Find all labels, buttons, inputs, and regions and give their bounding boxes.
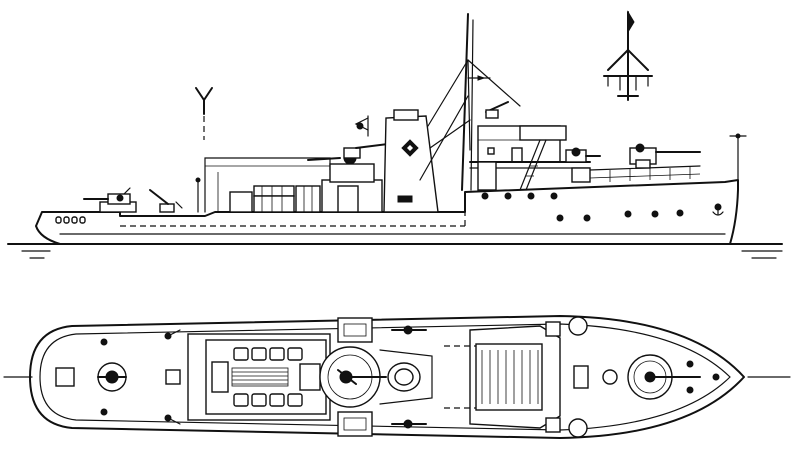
forecastle-deckhouse	[444, 321, 561, 433]
top-plan-view	[3, 315, 791, 439]
funnel	[383, 109, 439, 213]
deck-lockers	[229, 185, 321, 213]
light-aa-gun-aft	[149, 189, 183, 213]
portholes	[55, 192, 684, 224]
stern-fittings	[55, 329, 181, 425]
aft-gun-mount	[83, 187, 137, 213]
ammunition-lockers	[233, 347, 303, 407]
bow-gun-mount	[568, 316, 720, 438]
anchor	[712, 203, 724, 216]
masthead-array-symbol	[603, 10, 653, 101]
central-gun-tower	[307, 143, 389, 213]
forward-main-gun	[629, 143, 701, 169]
mainmast	[419, 13, 521, 191]
pennant-flag	[354, 115, 369, 137]
radio-antenna-symbol	[195, 87, 213, 140]
mast-machine-gun	[485, 101, 509, 119]
jackstaff	[729, 133, 747, 183]
bridge-gun	[565, 147, 601, 163]
aft-deckhouse	[187, 333, 331, 421]
aft-flag-pole-cap	[195, 177, 201, 183]
funnel-plan	[379, 349, 433, 405]
waterline	[7, 243, 783, 259]
central-gun-platform	[319, 317, 387, 437]
side-elevation-view	[7, 10, 783, 259]
midship-side-guns	[391, 325, 427, 429]
plan-hull-outline	[29, 315, 745, 439]
